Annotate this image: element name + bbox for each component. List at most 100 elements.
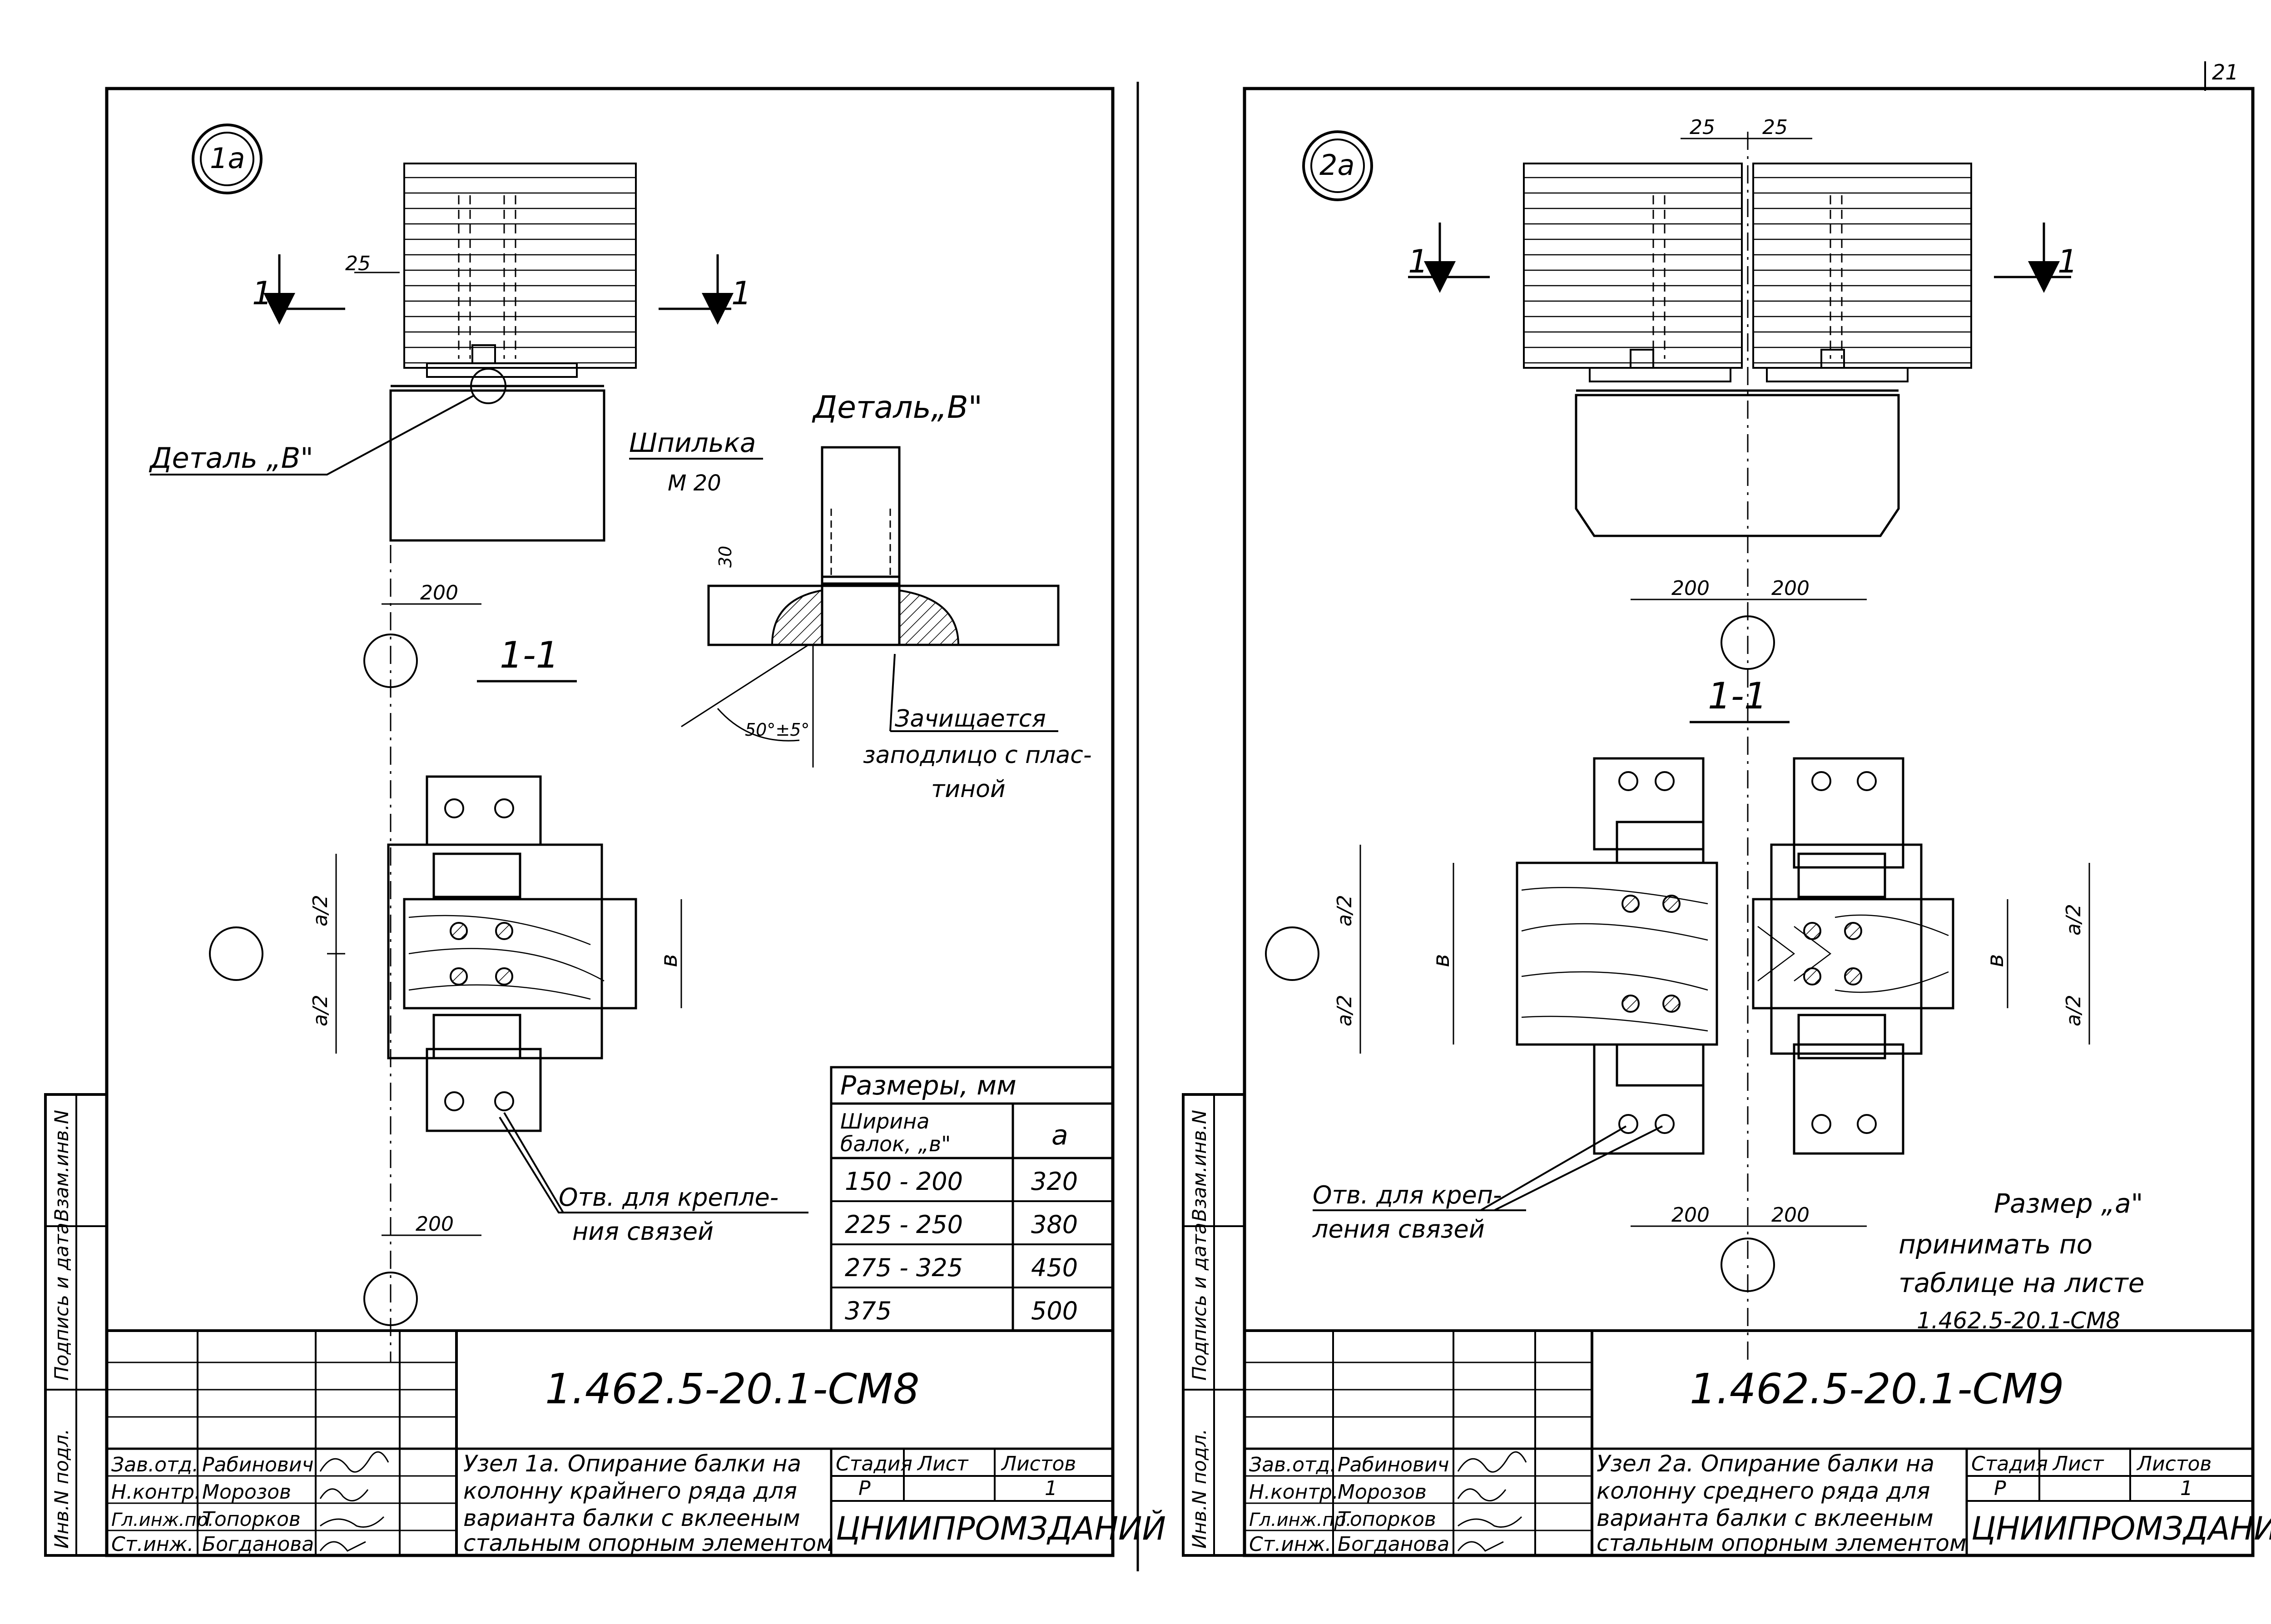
section-mark-right-2: 1	[2058, 243, 2078, 280]
holes-note-1b: ния связей	[572, 1217, 714, 1246]
organization-2: ЦНИИПРОМЗДАНИЙ	[1971, 1510, 2271, 1547]
name-2-1: Рабинович	[1338, 1453, 1449, 1476]
name-2-3: Топорков	[1338, 1508, 1436, 1531]
sheets-value-1: 1	[1045, 1477, 1057, 1500]
side-field-vzam: Взам.инв.N	[50, 1110, 73, 1222]
dim-200-sheet1-top: 200	[420, 581, 458, 604]
axis-bubble-2c	[1265, 926, 1319, 981]
plan-plate-top-1	[426, 775, 542, 846]
sheets-value-2: 1	[2180, 1477, 2193, 1500]
table-row-1-a: 320	[1031, 1167, 1078, 1196]
plan-plate-bottom-left-2	[1593, 1043, 1705, 1155]
dimensions-table: Размеры, мм Ширина балок, „в" а 150 - 20…	[830, 1066, 1114, 1332]
role-2-3: Гл.инж.пр.	[1249, 1510, 1352, 1530]
holes-note-1a: Отв. для крепле-	[559, 1183, 778, 1212]
stage-value-2: Р	[1994, 1477, 2006, 1500]
title-line-2-2: колонну среднего ряда для	[1597, 1478, 1930, 1504]
name-2-2: Морозов	[1338, 1480, 1427, 1504]
designation-1: 1.462.5-20.1-СМ8	[545, 1365, 920, 1413]
signature-2-1	[1457, 1451, 1527, 1473]
title-line-1-4: стальным опорным элементом	[463, 1530, 833, 1556]
table-row-1-b: 150 - 200	[845, 1167, 963, 1196]
signature-1-2	[319, 1488, 369, 1501]
table-head-right: а	[1051, 1119, 1068, 1151]
detail-b-label: Деталь „В"	[149, 441, 313, 475]
table-row-4-b: 375	[845, 1297, 892, 1325]
table-row-3-b: 275 - 325	[845, 1253, 963, 1282]
col-stage-2: Стадия	[1971, 1452, 2048, 1475]
signature-2-4	[1457, 1541, 1504, 1552]
side-field-inv: Инв.N подл.	[50, 1429, 73, 1549]
axis-bubble-1c	[209, 926, 263, 981]
sheet-1: Инв.N подл. Подпись и дата Взам.инв.N 1а…	[44, 87, 1166, 1557]
section-title-1: 1-1	[500, 634, 559, 676]
title-block-1: 1.462.5-20.1-СМ8 Узел 1а. Опирание балки…	[105, 1329, 1166, 1557]
section-mark-left-2: 1	[1408, 243, 1428, 280]
dim-25a-sheet2: 25	[1690, 116, 1715, 139]
dim-200b-sheet2-top: 200	[1771, 577, 1810, 600]
table-head-left-1: Ширина	[840, 1109, 929, 1134]
signature-1-3	[320, 1516, 385, 1528]
clean-note-3: тиной	[931, 776, 1006, 803]
role-1-4: Ст.инж.	[111, 1533, 193, 1556]
plan-plate-top-left-2	[1593, 757, 1705, 851]
title-line-1-2: колонну крайнего ряда для	[463, 1478, 797, 1504]
sheet-2: Инв.N подл. Подпись и дата Взам.инв.N 2а…	[1182, 87, 2271, 1557]
name-1-3: Топорков	[202, 1508, 301, 1531]
plan-beam-1	[403, 898, 637, 1010]
angle-label: 50°±5°	[745, 720, 809, 740]
detail-b-marker	[470, 368, 506, 404]
plan-plate-bottom-1	[426, 1048, 542, 1132]
designation-2: 1.462.5-20.1-СМ9	[1690, 1365, 2064, 1413]
col-stage-1: Стадия	[836, 1452, 912, 1475]
plan-beam-right-2	[1752, 898, 1954, 1010]
signature-2-2	[1457, 1488, 1507, 1501]
weld-left	[771, 589, 823, 646]
role-2-4: Ст.инж.	[1249, 1533, 1331, 1556]
beam-left-elevation-2	[1523, 163, 1743, 369]
title-line-2-1: Узел 2а. Опирание балки на	[1597, 1451, 1934, 1477]
col-sheet-1: Лист	[917, 1452, 969, 1475]
dim-25b-sheet2: 25	[1762, 116, 1788, 139]
plate-section	[707, 584, 1060, 646]
dim-a-half-1b: a/2	[309, 995, 332, 1026]
stud-drawing	[821, 446, 901, 585]
side-field-inv-2: Инв.N подл.	[1188, 1429, 1210, 1549]
node-label-1a: 1а	[210, 142, 245, 175]
section-mark-right: 1	[731, 275, 752, 312]
dim-200a-sheet2-top: 200	[1671, 577, 1710, 600]
title-line-2-4: стальным опорным элементом	[1597, 1530, 1967, 1556]
organization-1: ЦНИИПРОМЗДАНИЙ	[836, 1510, 1166, 1547]
signature-2-3	[1458, 1516, 1522, 1528]
axis-bubble-1b	[363, 1272, 418, 1326]
role-1-2: Н.контр.	[111, 1480, 201, 1504]
section-mark-left: 1	[252, 275, 273, 312]
weld-right	[898, 589, 960, 646]
dim-a-half-1a: a/2	[309, 895, 332, 926]
col-sheets-2: Листов	[2136, 1452, 2211, 1475]
side-field-sign-2: Подпись и дата	[1188, 1223, 1210, 1381]
axis-bubble-1a	[363, 634, 418, 688]
plan-plate-top-right-2	[1793, 757, 1904, 869]
node-marker-2a	[1302, 130, 1373, 201]
role-2-2: Н.контр.	[1249, 1480, 1339, 1504]
col-sheets-1: Листов	[1001, 1452, 1076, 1475]
beam-right-elevation-2	[1752, 163, 1972, 369]
title-line-1-1: Узел 1а. Опирание балки на	[463, 1451, 801, 1477]
table-row-2-b: 225 - 250	[845, 1210, 963, 1239]
plan-plate-bottom-right-2	[1793, 1043, 1904, 1155]
dim-200b-sheet2-bottom: 200	[1771, 1203, 1810, 1227]
column-elevation-1	[389, 389, 605, 542]
name-1-4: Богданова	[202, 1533, 314, 1556]
dim-b-2-left: в	[1428, 954, 1454, 967]
title-line-1-3: варианта балки с вклееным	[463, 1505, 800, 1531]
stud-label: Шпилька	[629, 427, 756, 458]
role-2-1: Зав.отд.	[1249, 1453, 1336, 1476]
side-field-vzam-2: Взам.инв.N	[1188, 1110, 1210, 1222]
col-sheet-2: Лист	[2052, 1452, 2104, 1475]
dim-30-detail: 30	[715, 546, 735, 568]
sheet-2-frame	[1243, 87, 2255, 1557]
page-number: 21	[2212, 60, 2239, 84]
beam-elevation-1	[403, 163, 637, 369]
